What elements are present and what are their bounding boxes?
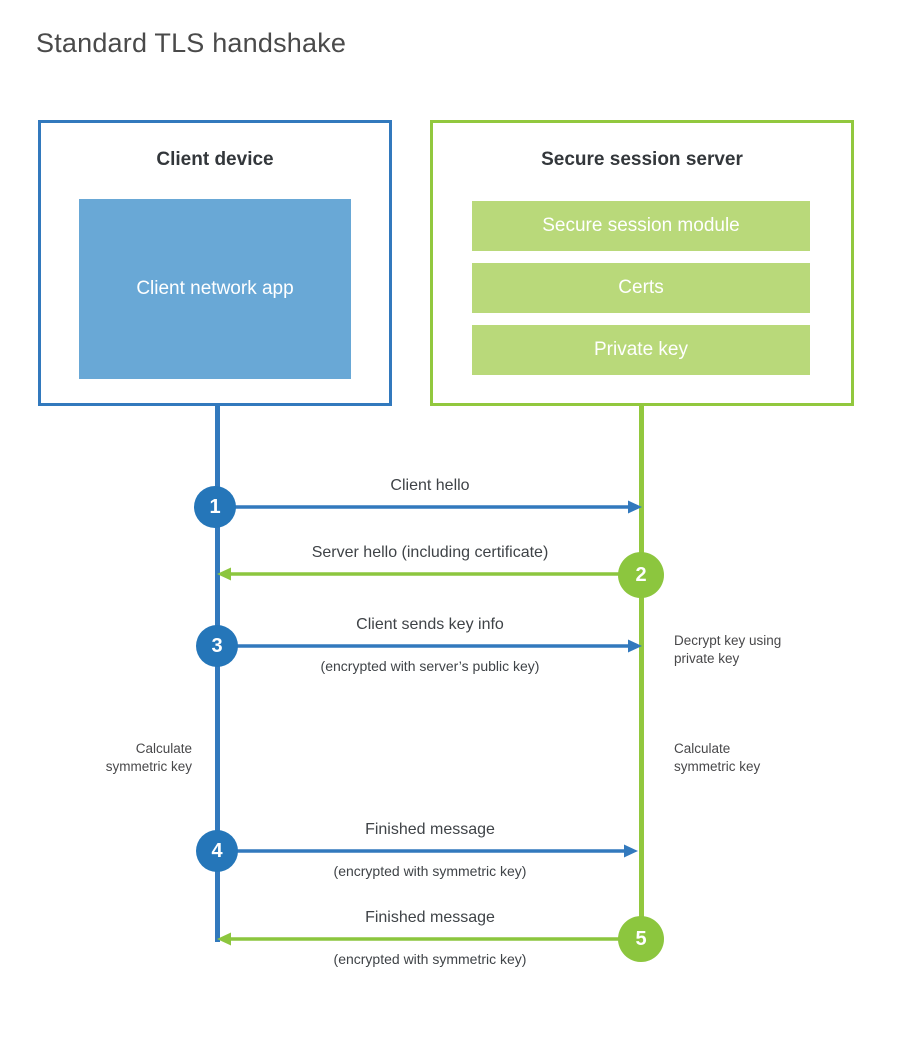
page-title: Standard TLS handshake [36,28,347,58]
message-4-arrow-icon [217,844,638,858]
server-module-certs: Certs [472,263,810,313]
annotation-server-calculate-symmetric-key: Calculate symmetric key [674,741,761,775]
server-module-secure-session-module: Secure session module [472,201,810,251]
message-3-arrow-icon [217,639,642,653]
message-2-label: Server hello (including certificate) [311,544,549,561]
annotation-client-calculate-symmetric-key: Calculate symmetric key [105,741,192,775]
message-4-sublabel: (encrypted with symmetric key) [333,863,527,879]
step-circle-1[interactable]: 1 [194,486,236,528]
message-3-sublabel: (encrypted with server’s public key) [320,658,540,674]
message-2-arrow-icon [217,567,642,581]
message-4-label: Finished message [365,821,495,838]
message-5-arrow-icon [217,932,642,946]
annotation-decrypt-key: Decrypt key using private key [674,633,782,667]
client-network-app-block: Client network app [79,199,351,379]
client-device-title: Client device [156,149,274,170]
message-3-label: Client sends key info [356,616,504,633]
step-circle-5[interactable]: 5 [618,916,664,962]
server-lifeline [639,403,644,942]
server-module-list: Secure session module Certs Private key [472,201,810,387]
secure-session-server-box: Secure session server Secure session mod… [430,120,854,406]
step-circle-3[interactable]: 3 [196,625,238,667]
client-device-box: Client device Client network app [38,120,392,406]
message-1-label: Client hello [390,477,470,494]
step-circle-4[interactable]: 4 [196,830,238,872]
message-5-label: Finished message [365,909,495,926]
server-module-private-key: Private key [472,325,810,375]
client-lifeline [215,403,220,942]
secure-session-server-title: Secure session server [541,149,743,170]
step-circle-2[interactable]: 2 [618,552,664,598]
message-5-sublabel: (encrypted with symmetric key) [333,951,527,967]
message-1-arrow-icon [217,500,642,514]
